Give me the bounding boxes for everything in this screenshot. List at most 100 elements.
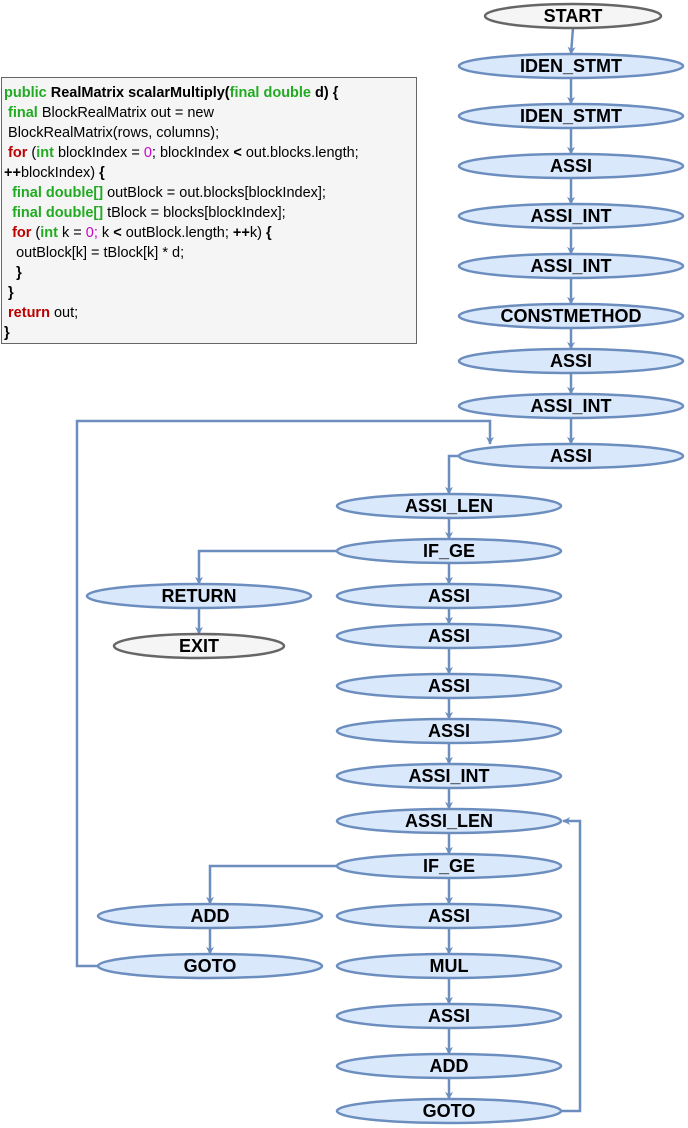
code-token: for xyxy=(8,145,32,161)
source-code-panel: public RealMatrix scalarMultiply(final d… xyxy=(1,77,417,344)
node-assi-int: ASSI_INT xyxy=(457,202,685,230)
node-assi-len: ASSI_LEN xyxy=(335,492,563,520)
node-shape xyxy=(335,1052,563,1080)
node-shape xyxy=(335,672,563,700)
code-token: k = xyxy=(62,225,86,241)
code-line: } xyxy=(4,323,416,343)
node-shape xyxy=(96,952,324,980)
code-token: d) { xyxy=(315,85,339,101)
node-shape xyxy=(457,302,685,330)
node-label: ASSI xyxy=(550,156,592,176)
node-label: ASSI_INT xyxy=(530,256,611,276)
node-label: ASSI_INT xyxy=(530,396,611,416)
node-label: ADD xyxy=(191,906,230,926)
code-token: int xyxy=(36,145,58,161)
code-token: k) xyxy=(249,225,266,241)
node-shape xyxy=(457,442,685,470)
graph-edges xyxy=(75,27,582,1113)
code-token: blockIndex = xyxy=(57,145,144,161)
code-token: out.blocks.length; xyxy=(241,145,359,161)
code-token: } xyxy=(8,285,14,301)
node-label: RETURN xyxy=(162,586,237,606)
code-token: ; blockIndex xyxy=(151,145,234,161)
node-label: IF_GE xyxy=(423,541,475,561)
code-token: int xyxy=(40,225,63,241)
node-assi: ASSI xyxy=(335,902,563,930)
node-label: ASSI xyxy=(428,586,470,606)
node-goto: GOTO xyxy=(96,952,324,980)
node-iden-stmt: IDEN_STMT xyxy=(457,52,685,80)
node-shape xyxy=(457,347,685,375)
node-add: ADD xyxy=(335,1052,563,1080)
node-assi-int: ASSI_INT xyxy=(457,392,685,420)
code-line: } xyxy=(4,283,416,303)
node-label: ASSI xyxy=(428,906,470,926)
code-token: final double xyxy=(229,85,316,101)
node-iden-stmt: IDEN_STMT xyxy=(457,102,685,130)
code-line: final BlockRealMatrix out = new xyxy=(4,103,416,123)
node-shape xyxy=(335,717,563,745)
code-token: final xyxy=(8,105,42,121)
node-shape xyxy=(112,632,286,660)
edge-n19-to-n25 xyxy=(206,864,337,905)
node-add: ADD xyxy=(96,902,324,930)
code-token: ++ xyxy=(232,225,250,241)
edge-n01-to-n02 xyxy=(567,27,576,55)
code-token: blockIndex) xyxy=(20,165,100,181)
node-label: EXIT xyxy=(179,636,219,656)
node-label: ASSI xyxy=(428,626,470,646)
node-assi: ASSI xyxy=(335,1002,563,1030)
node-shape xyxy=(335,537,563,565)
node-shape xyxy=(335,952,563,980)
node-assi-len: ASSI_LEN xyxy=(335,807,563,835)
code-line: for (int k = 0; k < outBlock.length; ++k… xyxy=(4,223,416,243)
edge-n26-to-n10 xyxy=(75,419,494,968)
node-label: ASSI_LEN xyxy=(405,496,493,516)
node-label: IDEN_STMT xyxy=(520,106,622,126)
node-label: ASSI xyxy=(550,351,592,371)
node-label: ASSI_LEN xyxy=(405,811,493,831)
code-token: out; xyxy=(53,305,79,321)
node-shape xyxy=(457,52,685,80)
code-token: for xyxy=(12,225,36,241)
node-constmethod: CONSTMETHOD xyxy=(457,302,685,330)
code-token: public xyxy=(4,85,51,101)
node-shape xyxy=(335,1097,563,1125)
node-shape xyxy=(335,622,563,650)
node-shape xyxy=(335,852,563,880)
node-shape xyxy=(457,252,685,280)
code-line: final double[] tBlock = blocks[blockInde… xyxy=(4,203,416,223)
node-label: ASSI xyxy=(550,446,592,466)
node-label: ASSI xyxy=(428,721,470,741)
code-token: outBlock = out.blocks[blockIndex]; xyxy=(107,185,326,201)
code-line: public RealMatrix scalarMultiply(final d… xyxy=(4,83,416,103)
edge-n12-to-n27 xyxy=(195,549,337,585)
node-assi: ASSI xyxy=(457,347,685,375)
node-label: IF_GE xyxy=(423,856,475,876)
code-token: final double[] xyxy=(12,185,108,201)
node-shape xyxy=(335,807,563,835)
node-assi: ASSI xyxy=(335,717,563,745)
node-shape xyxy=(457,102,685,130)
code-token: BlockRealMatrix out = new xyxy=(41,105,214,121)
node-shape xyxy=(335,762,563,790)
node-label: ADD xyxy=(430,1056,469,1076)
node-shape xyxy=(96,902,324,930)
code-token: ( xyxy=(35,225,41,241)
node-if-ge: IF_GE xyxy=(335,537,563,565)
node-label: IDEN_STMT xyxy=(520,56,622,76)
node-shape xyxy=(335,582,563,610)
code-token: } xyxy=(16,265,22,281)
code-token: 0; xyxy=(85,225,98,241)
node-shape xyxy=(335,1002,563,1030)
code-token: } xyxy=(4,325,10,341)
code-token: tBlock = blocks[blockIndex]; xyxy=(107,205,286,221)
node-assi: ASSI xyxy=(335,622,563,650)
node-shape xyxy=(335,902,563,930)
code-token: 0 xyxy=(143,145,152,161)
code-line: } xyxy=(4,263,416,283)
node-if-ge: IF_GE xyxy=(335,852,563,880)
node-goto: GOTO xyxy=(335,1097,563,1125)
graph-nodes: STARTIDEN_STMTIDEN_STMTASSIASSI_INTASSI_… xyxy=(85,2,685,1125)
node-assi: ASSI xyxy=(457,152,685,180)
